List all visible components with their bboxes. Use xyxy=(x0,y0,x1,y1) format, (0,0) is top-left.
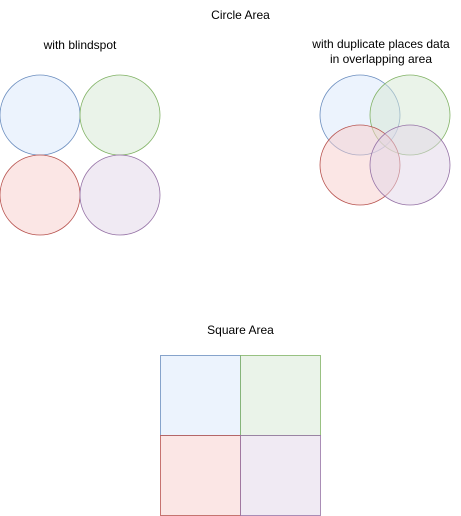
blindspot-circle-group xyxy=(0,74,161,236)
square-cell-red xyxy=(160,435,241,516)
square-cell-green xyxy=(240,355,321,436)
square-grid-group xyxy=(160,355,321,516)
blindspot-circle-green xyxy=(79,74,161,156)
blindspot-label: with blindspot xyxy=(43,38,117,52)
square-area-title: Square Area xyxy=(207,323,274,337)
overlap-circle-group xyxy=(319,74,451,206)
duplicate-label-line-1: with duplicate places data xyxy=(312,37,450,51)
square-cell-blue xyxy=(160,355,241,436)
duplicate-label: with duplicate places data in overlappin… xyxy=(300,37,461,67)
blindspot-circle-blue xyxy=(0,74,81,156)
square-cell-purple xyxy=(240,435,321,516)
blindspot-circle-purple xyxy=(79,154,161,236)
duplicate-label-line-2: in overlapping area xyxy=(329,52,433,66)
blindspot-circle-red xyxy=(0,154,81,236)
overlap-circle-purple xyxy=(369,124,451,206)
circle-area-title: Circle Area xyxy=(211,8,270,22)
